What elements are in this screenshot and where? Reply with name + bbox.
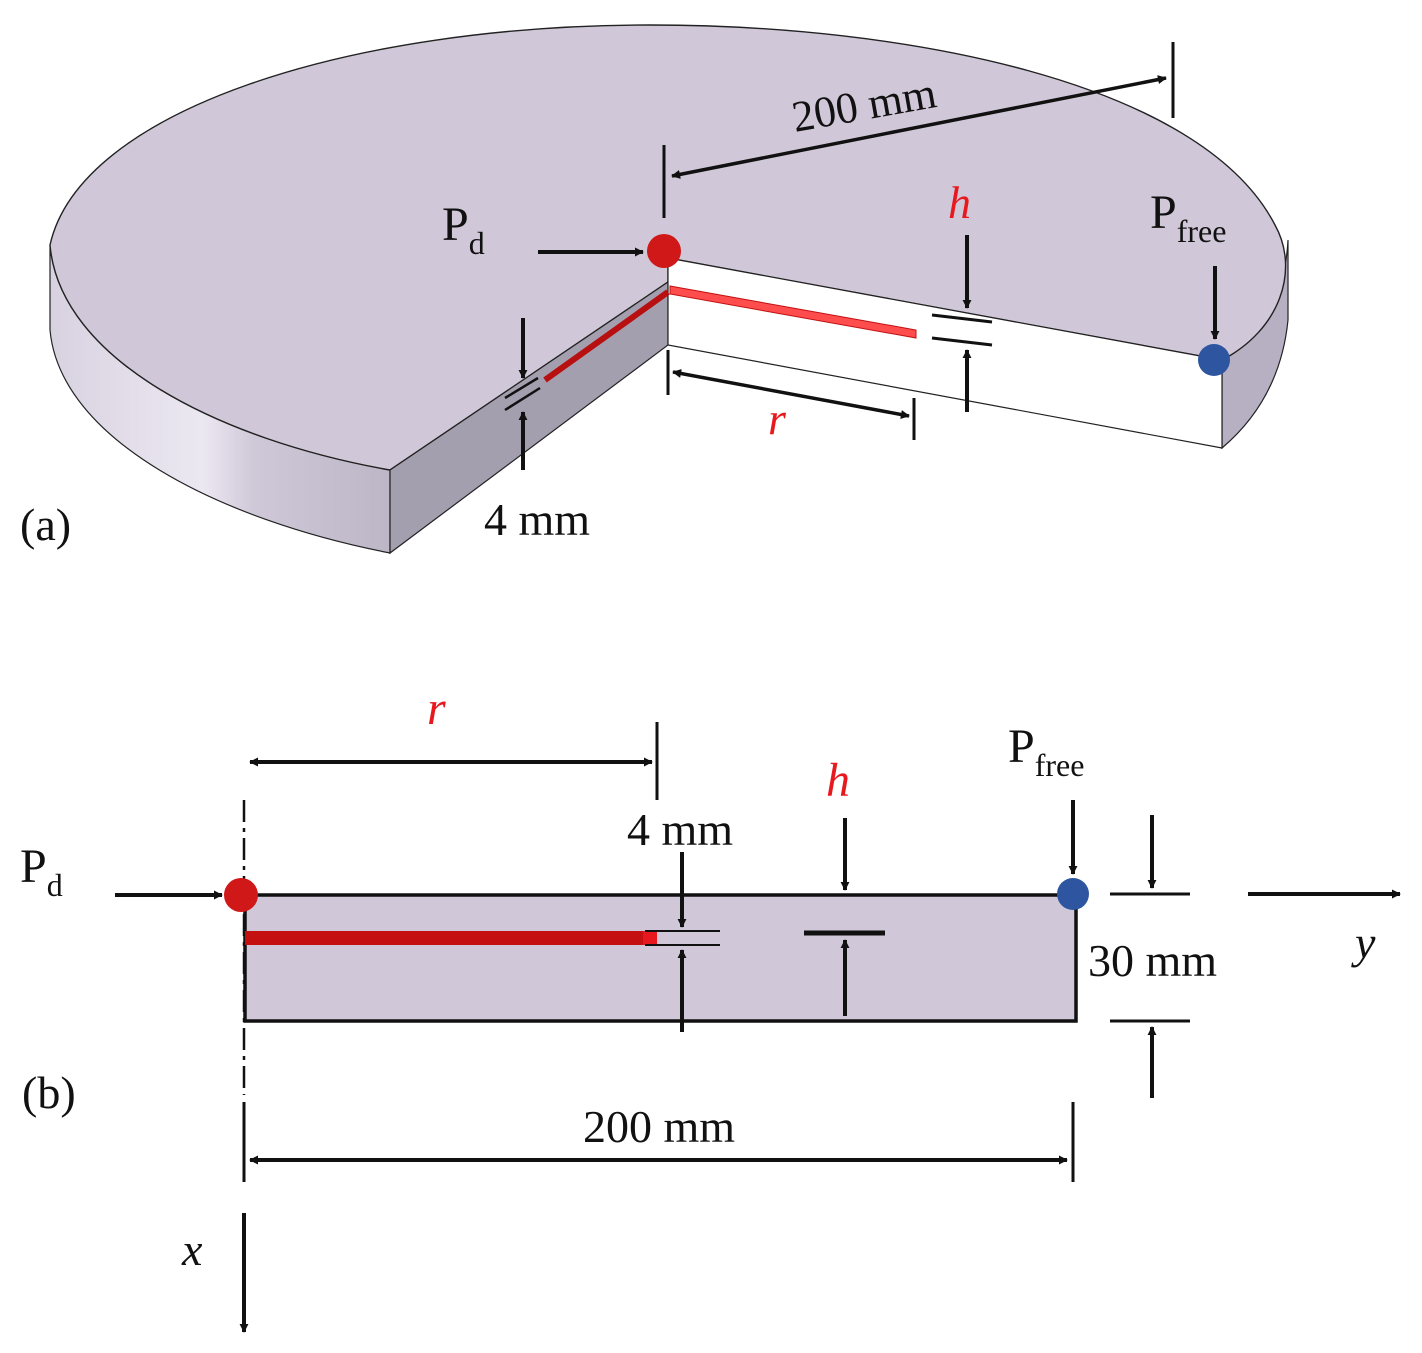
point-d-label: Pd xyxy=(442,198,485,261)
r-dimension-line xyxy=(672,369,910,419)
length-label: 200 mm xyxy=(583,1101,735,1152)
x-axis-label: x xyxy=(181,1224,203,1275)
crack-band xyxy=(245,931,643,945)
point-d-label-b: Pd xyxy=(20,840,63,903)
point-free-marker-b xyxy=(1057,878,1089,910)
h-tick-bottom xyxy=(931,336,993,347)
panel-b: r 4 mm h Pd Pfree 30 mm y 200 mm xyxy=(20,682,1401,1333)
thickness-tick-top xyxy=(504,376,539,400)
h-tick-top xyxy=(931,313,993,324)
panel-a-tag: (a) xyxy=(20,499,71,550)
point-free-marker xyxy=(1198,344,1230,376)
thickness-label: 4 mm xyxy=(484,494,590,545)
radius-dimension-line xyxy=(671,75,1167,179)
point-d-marker xyxy=(647,234,681,268)
thickness-tick-bottom xyxy=(504,386,541,412)
thickness-label-b: 4 mm xyxy=(627,804,733,855)
y-axis-label: y xyxy=(1351,917,1376,968)
h-label: h xyxy=(948,177,971,228)
section-rectangle xyxy=(243,893,1078,1023)
r-label: r xyxy=(768,393,787,444)
point-free-label: Pfree xyxy=(1150,186,1226,249)
crack-left-face xyxy=(543,289,670,383)
r-label-b: r xyxy=(427,682,446,735)
crack-right-face xyxy=(669,285,917,339)
point-d-marker-b xyxy=(224,878,258,912)
h-label-b: h xyxy=(826,754,850,807)
point-free-label-b: Pfree xyxy=(1008,720,1084,783)
panel-b-tag: (b) xyxy=(22,1067,76,1118)
crack-tip xyxy=(643,931,657,945)
height-label: 30 mm xyxy=(1088,935,1217,986)
panel-a: 200 mm Pd Pfree h r 4 mm (a) xyxy=(20,24,1289,555)
